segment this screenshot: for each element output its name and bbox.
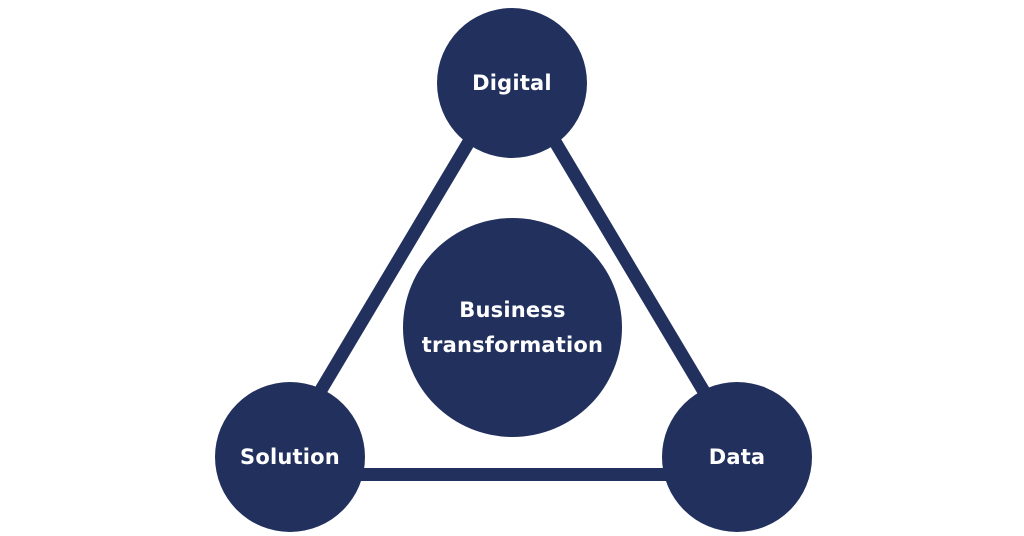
node-solution-label: Solution: [240, 445, 340, 469]
center-label-line1: Business: [459, 297, 566, 322]
connector-digital-solution: [312, 136, 476, 399]
node-digital: Digital: [437, 8, 587, 158]
node-business-transformation: Business transformation: [403, 218, 622, 437]
node-solution: Solution: [215, 382, 365, 532]
node-data-label: Data: [708, 445, 766, 469]
node-digital-label: Digital: [472, 71, 552, 95]
connector-digital-data: [548, 136, 712, 399]
center-label-line2: transformation: [421, 332, 604, 357]
node-data: Data: [662, 382, 812, 532]
